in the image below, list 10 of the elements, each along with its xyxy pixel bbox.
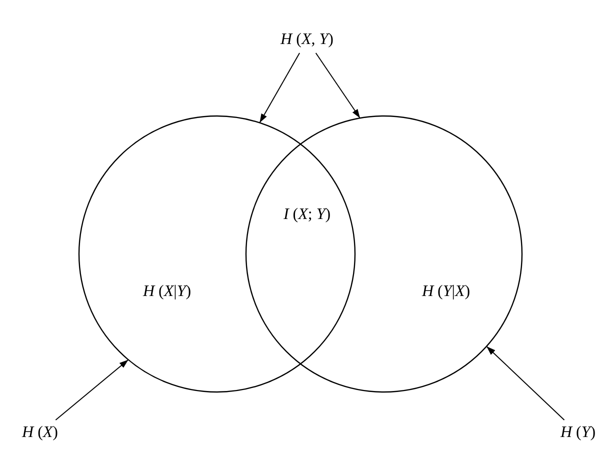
set-label: H (Y) (560, 423, 596, 443)
arrow (486, 346, 565, 420)
arrow (55, 359, 129, 420)
region-label: H (X|Y) (142, 282, 192, 302)
arrow (259, 52, 300, 124)
region-label: H (Y|X) (422, 282, 470, 302)
set-label: H (X) (22, 423, 58, 443)
region-label: I (X; Y) (283, 205, 331, 225)
arrow (315, 52, 361, 119)
set-label: H (X, Y) (280, 30, 334, 50)
